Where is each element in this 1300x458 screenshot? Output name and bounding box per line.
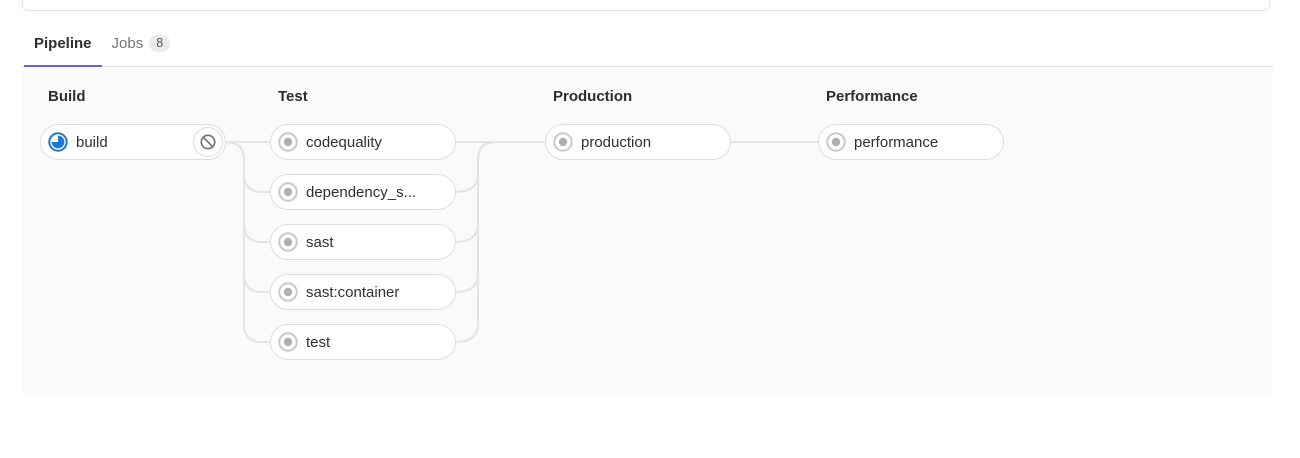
job-label: sast:container <box>306 283 400 301</box>
upper-card-bottom-edge <box>22 0 1270 11</box>
created-status-icon <box>278 232 298 252</box>
stage-title-performance: Performance <box>826 88 918 105</box>
tab-pipeline-label: Pipeline <box>34 35 92 52</box>
pipeline-graph: Build Test Production Performance build … <box>22 67 1272 395</box>
job-pill-production[interactable]: production <box>545 124 731 160</box>
tab-jobs-label: Jobs <box>111 35 144 52</box>
job-label: dependency_s... <box>306 183 417 201</box>
ban-icon <box>200 134 216 150</box>
job-pill-codequality[interactable]: codequality <box>270 124 456 160</box>
stage-title-production: Production <box>553 88 633 105</box>
created-status-icon <box>826 132 846 152</box>
connector-lines <box>225 141 818 343</box>
job-label: build <box>76 133 108 151</box>
job-pill-performance[interactable]: performance <box>818 124 1004 160</box>
job-pill-test[interactable]: test <box>270 324 456 360</box>
job-pill-build[interactable]: build <box>40 124 226 160</box>
cancel-job-button[interactable] <box>193 127 223 157</box>
created-status-icon <box>278 282 298 302</box>
job-label: sast <box>306 233 334 251</box>
stage-title-build: Build <box>48 88 86 105</box>
created-status-icon <box>553 132 573 152</box>
created-status-icon <box>278 182 298 202</box>
jobs-count-badge: 8 <box>149 35 171 52</box>
job-label: test <box>306 333 331 351</box>
tab-jobs[interactable]: Jobs 8 <box>102 35 181 66</box>
pipeline-tab-bar: Pipeline Jobs 8 <box>22 0 1274 68</box>
job-pill-sast[interactable]: sast <box>270 224 456 260</box>
created-status-icon <box>278 332 298 352</box>
job-label: production <box>581 133 652 151</box>
job-pill-dependency-scanning[interactable]: dependency_s... <box>270 174 456 210</box>
job-pill-sast-container[interactable]: sast:container <box>270 274 456 310</box>
job-label: performance <box>854 133 939 151</box>
tab-pipeline[interactable]: Pipeline <box>24 35 102 68</box>
stage-title-test: Test <box>278 88 308 105</box>
running-status-icon <box>48 132 68 152</box>
job-label: codequality <box>306 133 382 151</box>
created-status-icon <box>278 132 298 152</box>
